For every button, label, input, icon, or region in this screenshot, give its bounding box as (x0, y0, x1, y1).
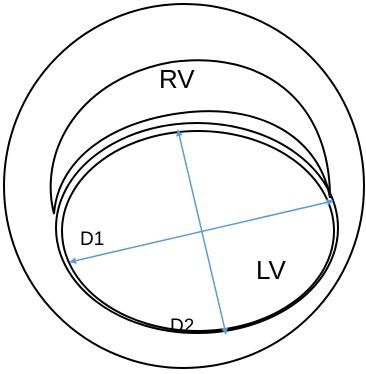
right-ventricle-outline (49, 59, 331, 215)
lv-label: LV (256, 255, 287, 285)
d2-dimension-arrow (176, 129, 228, 335)
outer-heart-outline (3, 3, 365, 369)
d2-label: D2 (170, 316, 194, 337)
rv-label: RV (159, 64, 195, 94)
d1-label: D1 (80, 229, 104, 250)
